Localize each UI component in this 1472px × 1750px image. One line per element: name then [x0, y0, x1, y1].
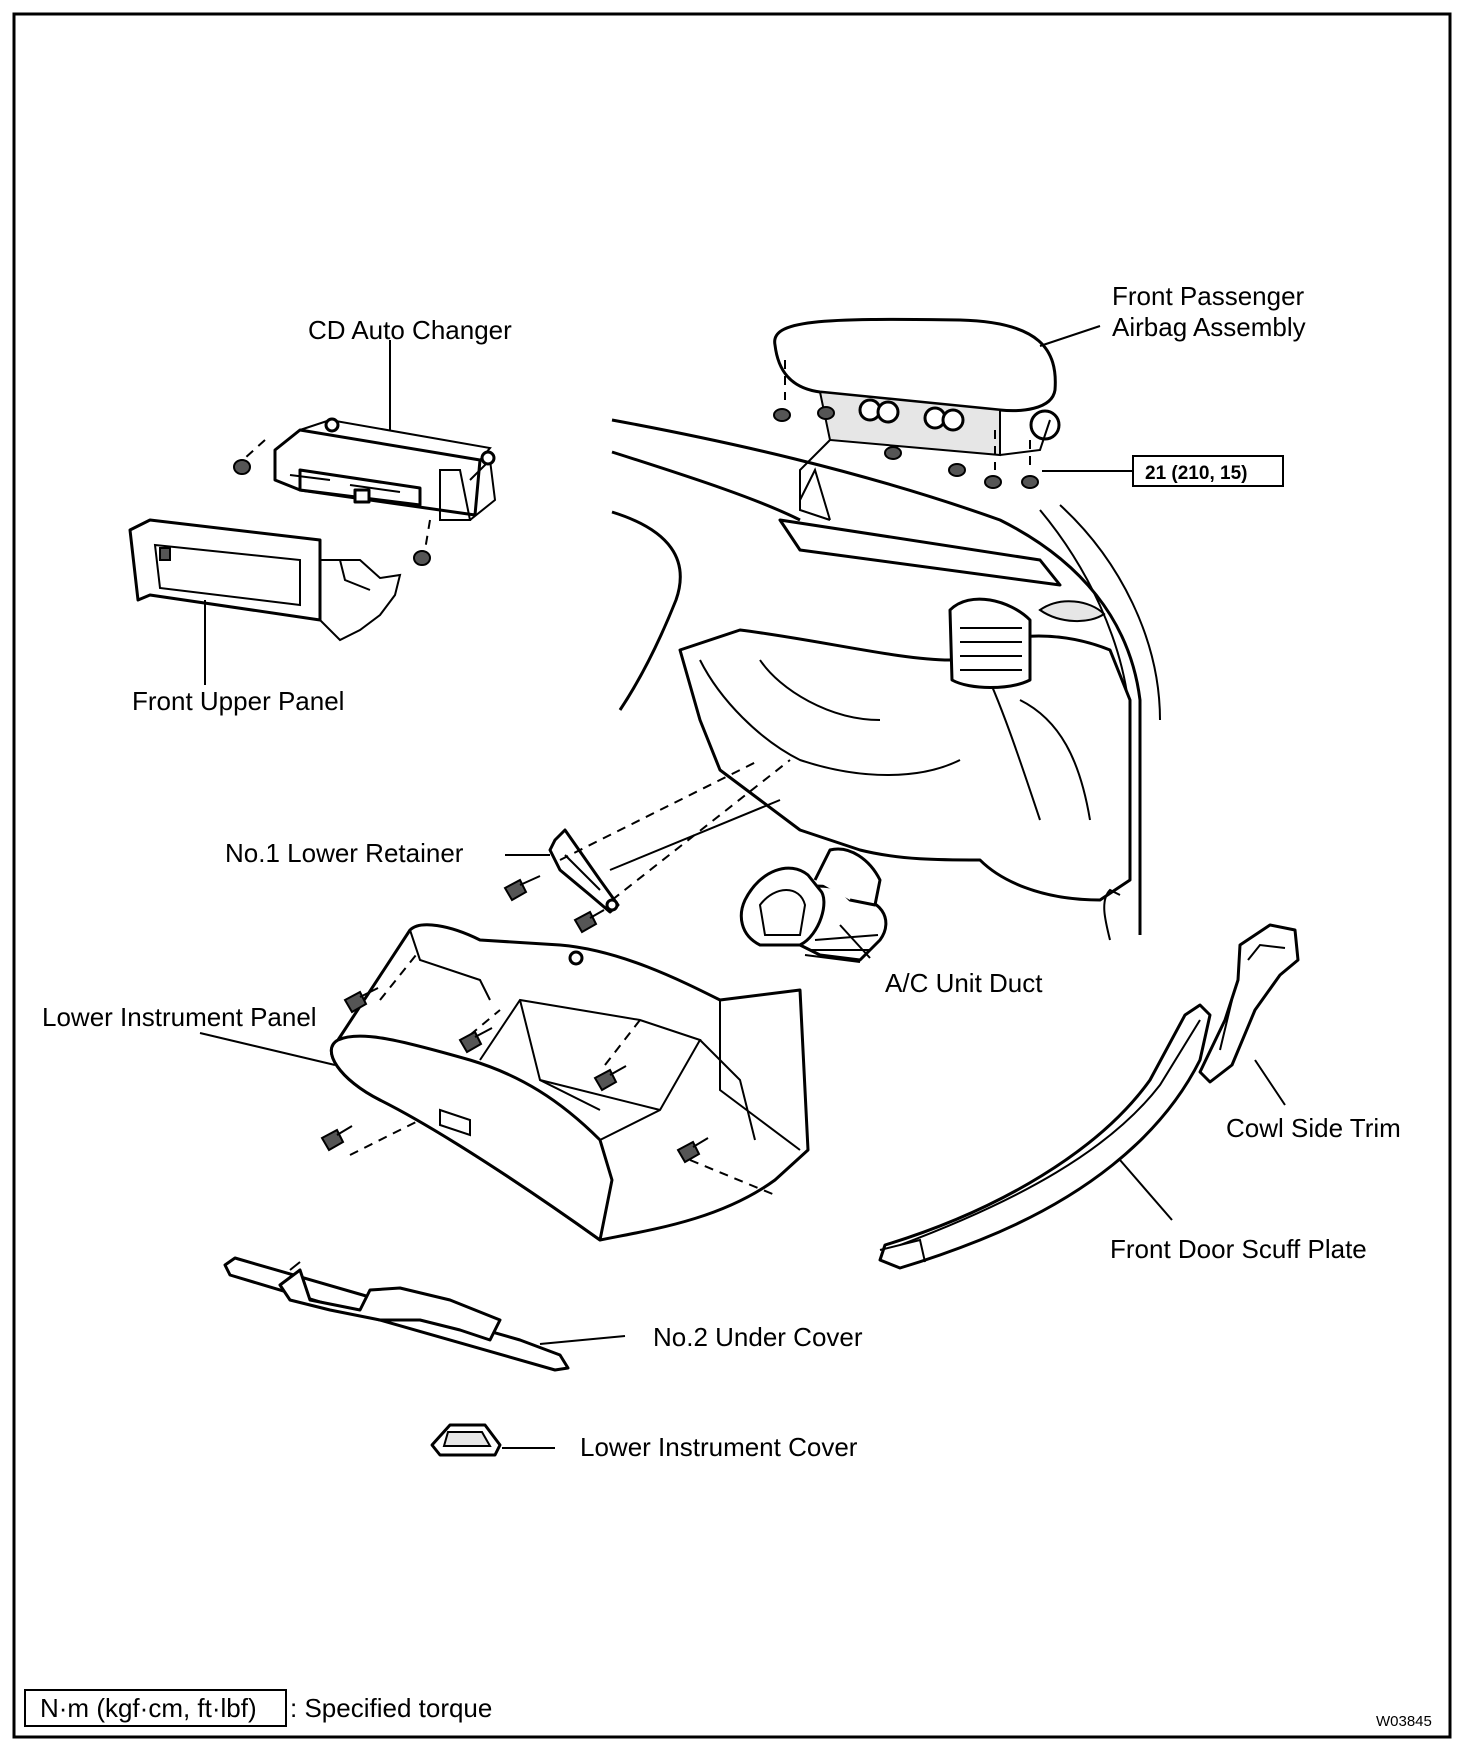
no1-lower-retainer [548, 759, 791, 914]
glove-box-screws [320, 987, 709, 1164]
lower-instrument-panel [329, 923, 810, 1242]
cd-auto-changer [244, 417, 497, 551]
cowl-side-trim [1198, 923, 1300, 1084]
front-upper-panel-label: Front Upper Panel [132, 686, 344, 716]
lower-instrument-cover-label: Lower Instrument Cover [580, 1432, 858, 1462]
front-door-scuff-plate [878, 1003, 1212, 1270]
leader-lines [199, 325, 1286, 1449]
no1-lower-retainer-label: No.1 Lower Retainer [225, 838, 464, 868]
no2-under-cover [223, 1256, 570, 1372]
airbag-nuts [773, 406, 1039, 489]
legend-description: : Specified torque [290, 1693, 492, 1723]
torque-legend: N·m (kgf·cm, ft·lbf) : Specified torque [24, 1689, 492, 1727]
torque-value: 21 (210, 15) [1145, 463, 1247, 484]
cd-auto-changer-label: CD Auto Changer [308, 315, 512, 345]
retainer-screws [503, 875, 605, 934]
front-door-scuff-plate-label: Front Door Scuff Plate [1110, 1234, 1367, 1264]
cowl-side-trim-label: Cowl Side Trim [1226, 1113, 1401, 1143]
torque-box [1132, 455, 1284, 487]
front-upper-panel [128, 518, 402, 642]
lower-instrument-cover [430, 1423, 502, 1457]
airbag-label-line1: Front Passenger [1112, 281, 1305, 311]
diagram-frame [12, 12, 1452, 1739]
front-passenger-airbag [773, 317, 1061, 521]
cd-changer-nuts [233, 459, 431, 566]
dashboard-body [611, 418, 1161, 941]
airbag-label-line2: Airbag Assembly [1112, 312, 1306, 342]
legend-units: N·m (kgf·cm, ft·lbf) [40, 1693, 257, 1723]
lower-instrument-panel-label: Lower Instrument Panel [42, 1002, 317, 1032]
no2-under-cover-label: No.2 Under Cover [653, 1322, 863, 1352]
legend-box [24, 1689, 287, 1727]
ac-unit-duct-label: A/C Unit Duct [885, 968, 1043, 998]
figure-code: W03845 [1376, 1713, 1432, 1730]
ac-unit-duct [739, 847, 888, 963]
